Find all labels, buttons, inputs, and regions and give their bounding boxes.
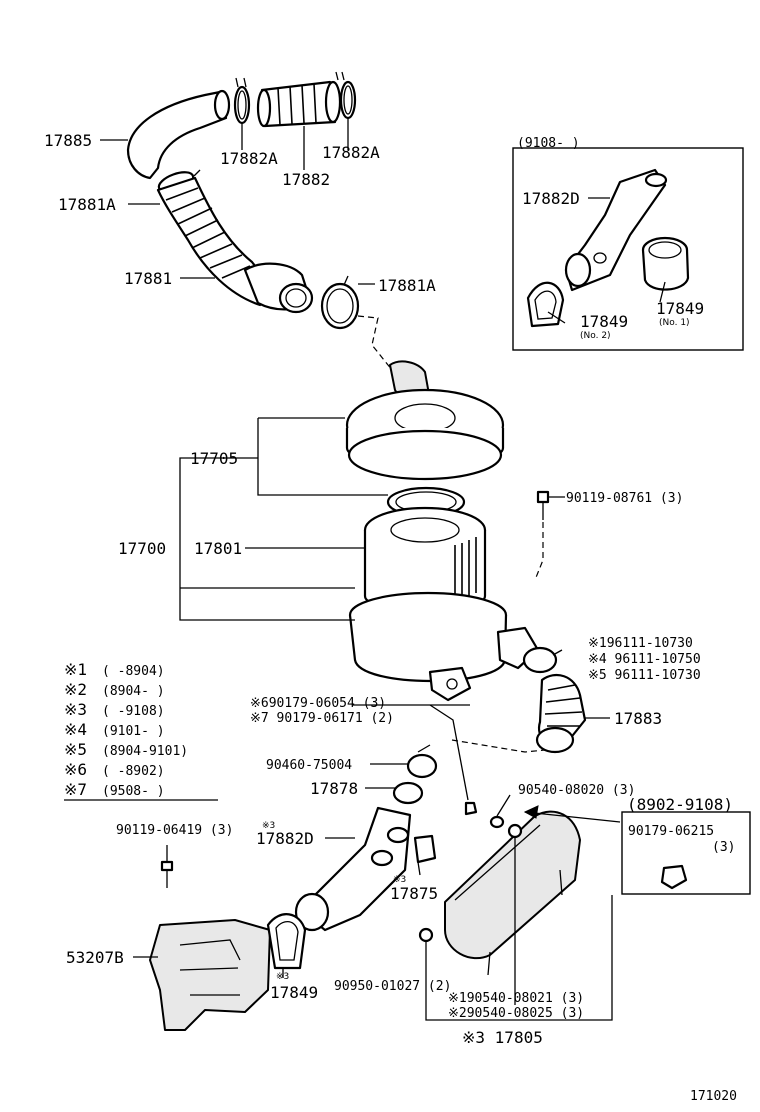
air-cleaner-cap-17705 — [345, 360, 505, 481]
inset-label-17849-no2: 17849 — [580, 312, 628, 331]
legend-text: (8904- ) — [102, 684, 165, 699]
label-17705: 17705 — [190, 449, 238, 468]
inset-bottom-part: 90179-06215 — [628, 824, 714, 839]
label-s6-90179-06054: ※690179-06054 (3) — [250, 696, 386, 711]
label-17875: 17875 — [390, 884, 438, 903]
duct-17882D — [294, 806, 412, 932]
label-17881A-upper: 17881A — [58, 195, 116, 214]
legend-text: ( -8904) — [102, 664, 165, 679]
label-90540-08020: 90540-08020 (3) — [518, 783, 635, 798]
label-90950-01027: 90950-01027 (2) — [334, 979, 451, 994]
inset-bottom-labels: (8902-9108) 90179-06215 (3) — [627, 795, 735, 855]
hose-17881 — [156, 176, 314, 314]
label-17878: 17878 — [310, 779, 358, 798]
resonator-17805 — [444, 810, 581, 976]
label-s3-a: ※3 — [262, 821, 275, 831]
label-17883: 17883 — [614, 709, 662, 728]
label-17882D-main: 17882D — [256, 829, 314, 848]
inset-label-17882D: 17882D — [522, 189, 580, 208]
clip-90540-08021 — [507, 823, 523, 1005]
inset-gasket-17849-no2 — [526, 281, 565, 328]
legend-mark: ※2 — [64, 680, 87, 699]
case-17700 — [348, 591, 540, 702]
clamp-17881A-lower — [320, 275, 360, 330]
label-17882A-right: 17882A — [322, 143, 380, 162]
label-90119-06419: 90119-06419 (3) — [116, 823, 233, 838]
inset-box-bottom — [621, 811, 751, 895]
legend-text: (9508- ) — [102, 784, 165, 799]
inset-label-no2: (No. 2) — [580, 331, 611, 341]
hose-17882 — [256, 80, 342, 128]
label-90119-08761: 90119-08761 (3) — [566, 491, 683, 506]
clip-90950-01027 — [418, 895, 613, 1021]
legend-mark: ※1 — [64, 660, 87, 679]
inset-sleeve-17849-no1 — [641, 236, 690, 291]
hose-17878 — [392, 781, 424, 805]
grommet-17875 — [413, 834, 437, 864]
inset-label-17849-no1: 17849 — [656, 299, 704, 318]
label-s2-90540-08025: ※290540-08025 (3) — [448, 1006, 584, 1021]
label-17885: 17885 — [44, 131, 92, 150]
inset-bottom-qty: (3) — [712, 840, 735, 855]
legend-text: ( -8902) — [102, 764, 165, 779]
legend-text: (8904-9101) — [102, 744, 188, 759]
legend-mark: ※6 — [64, 760, 87, 779]
label-53207B: 53207B — [66, 948, 124, 967]
hose-17883 — [535, 673, 587, 754]
label-17881A-lower: 17881A — [378, 276, 436, 295]
label-s1-90540-08021: ※190540-08021 (3) — [448, 991, 584, 1006]
clip-90540-08020 — [489, 794, 511, 829]
legend: ※1 ( -8904) ※2 (8904- ) ※3 ( -9108) ※4 (… — [64, 660, 218, 801]
label-s7-90179-06171: ※7 90179-06171 (2) — [250, 711, 394, 726]
label-s4-96111-10750: ※4 96111-10750 — [588, 652, 701, 667]
legend-mark: ※3 — [64, 700, 87, 719]
label-s5-96111-10730: ※5 96111-10730 — [588, 668, 701, 683]
bolt-90119-06419 — [160, 860, 174, 888]
legend-text: ( -9108) — [102, 704, 165, 719]
legend-mark: ※4 — [64, 720, 87, 739]
bolt-90119-08761 — [534, 490, 550, 581]
leader-lines — [100, 118, 666, 978]
label-s3-c: ※3 — [276, 972, 289, 982]
inset-top-labels: (9108- ) 17882D 17849 (No. 2) 17849 (No.… — [517, 136, 704, 341]
inset-nut-90179-06215 — [660, 864, 688, 890]
legend-mark: ※5 — [64, 740, 87, 759]
clamp-17882A-left — [233, 77, 251, 125]
label-17882: 17882 — [282, 170, 330, 189]
nut-90179 — [429, 704, 478, 816]
gasket-17849 — [266, 913, 307, 970]
inset-box-top — [512, 147, 744, 351]
inset-duct-17882D — [564, 168, 668, 292]
hose-17885 — [126, 89, 231, 180]
clamp-90460-75004 — [406, 744, 438, 779]
label-17801: 17801 — [194, 539, 242, 558]
label-s3-b: ※3 — [393, 875, 406, 885]
label-90460-75004: 90460-75004 — [266, 758, 352, 773]
inset-top-range: (9108- ) — [517, 136, 580, 151]
label-17849-main: 17849 — [270, 983, 318, 1002]
label-s3-17805: ※3 17805 — [462, 1028, 543, 1047]
label-17882A-left: 17882A — [220, 149, 278, 168]
legend-text: (9101- ) — [102, 724, 165, 739]
bracket-53207B — [149, 919, 271, 1031]
inset-label-no1: (No. 1) — [659, 318, 690, 328]
label-s1-96111-10730: ※196111-10730 — [588, 636, 693, 651]
label-17881: 17881 — [124, 269, 172, 288]
label-17700: 17700 — [118, 539, 166, 558]
legend-mark: ※7 — [64, 780, 87, 799]
part-labels: 17885 17882A 17882 17882A 17881A 17881 1… — [44, 131, 737, 1104]
figure-number: 171020 — [690, 1089, 737, 1104]
clamp-96111 — [522, 646, 563, 674]
inset-bottom-range: (8902-9108) — [627, 795, 733, 814]
